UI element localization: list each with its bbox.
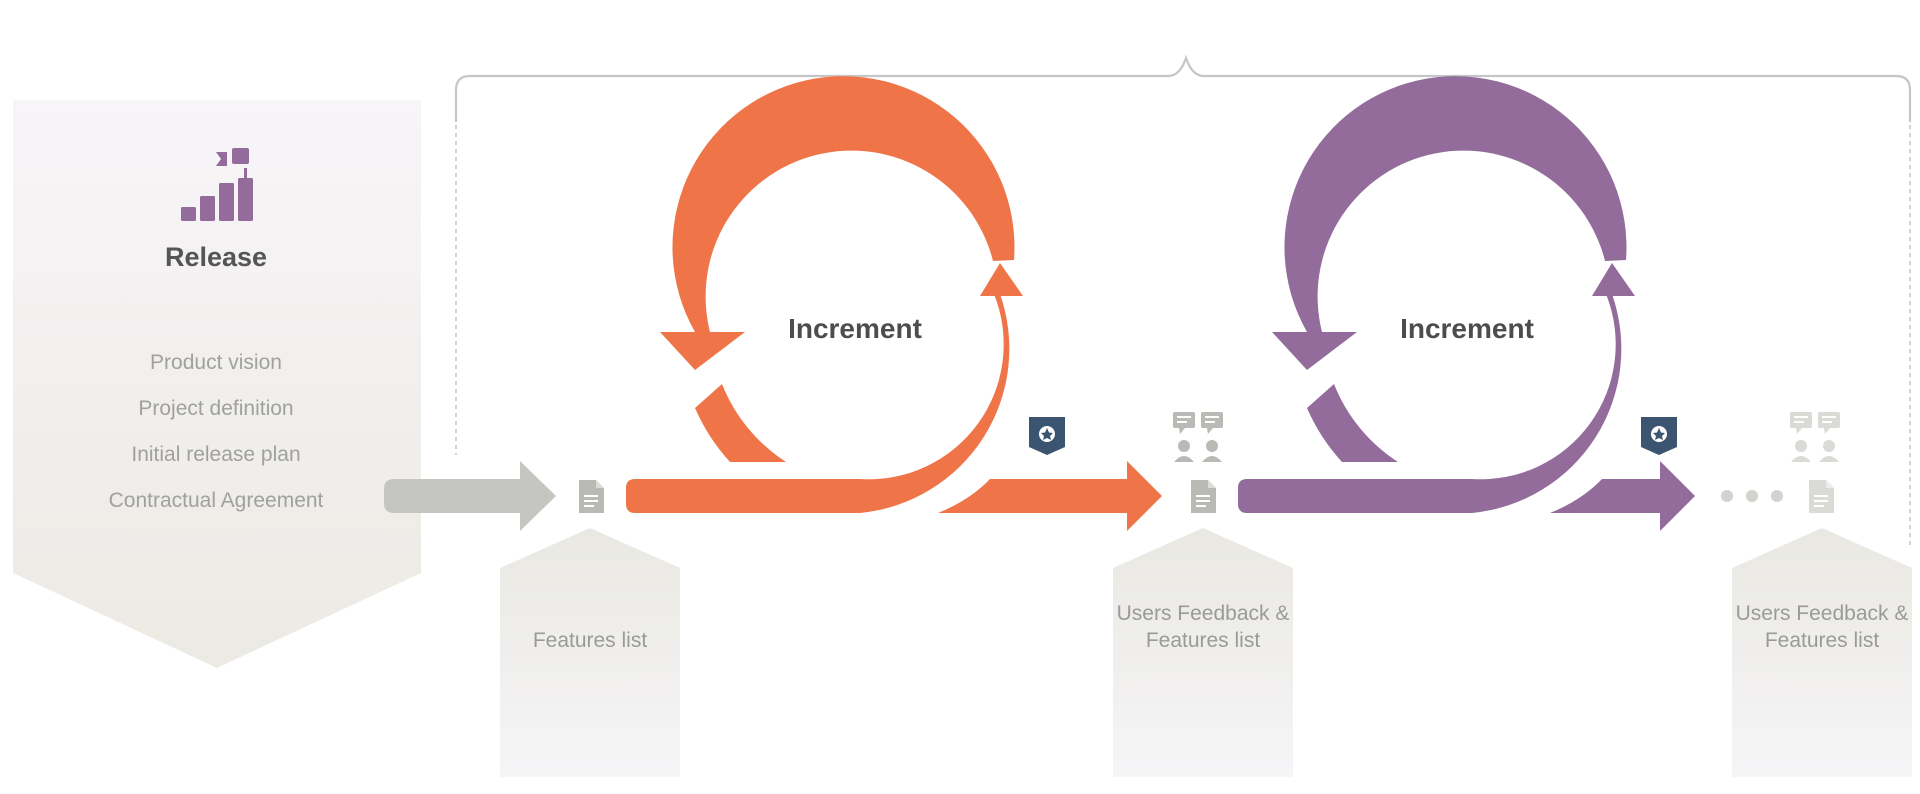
iteration-bracket [454,54,1912,122]
increment-cycle-2 [1238,76,1695,531]
release-item-product-vision: Product vision [150,351,282,374]
ellipsis-icon [1721,490,1783,502]
increment-cycle-1 [626,76,1162,531]
users-feedback-icon [1790,412,1840,462]
release-chart-icon [181,148,253,221]
release-panel [13,100,421,668]
release-item-project-definition: Project definition [138,397,294,420]
document-icon [579,480,604,513]
deliverable-box-1 [500,528,680,777]
badge-icon [1029,417,1065,455]
release-item-contractual-agreement: Contractual Agreement [108,489,324,512]
release-item-initial-release-plan: Initial release plan [131,443,301,466]
increment-label-1: Increment [788,313,922,344]
document-icon [1809,480,1834,513]
users-feedback-icon [1173,412,1223,462]
badge-icon [1641,417,1677,455]
deliverable-label-2: Users Feedback & Features list [1116,602,1290,652]
deliverable-box-3 [1732,528,1912,777]
increment-1-loop [626,76,1162,531]
entry-arrow [384,461,556,531]
deliverable-box-2 [1113,528,1293,777]
increment-label-2: Increment [1400,313,1534,344]
deliverable-label-3: Users Feedback & Features list [1735,602,1909,652]
deliverable-label-1: Features list [532,629,648,652]
document-icon [1191,480,1216,513]
increment-2-loop [1238,76,1695,531]
release-title: Release [164,242,268,272]
